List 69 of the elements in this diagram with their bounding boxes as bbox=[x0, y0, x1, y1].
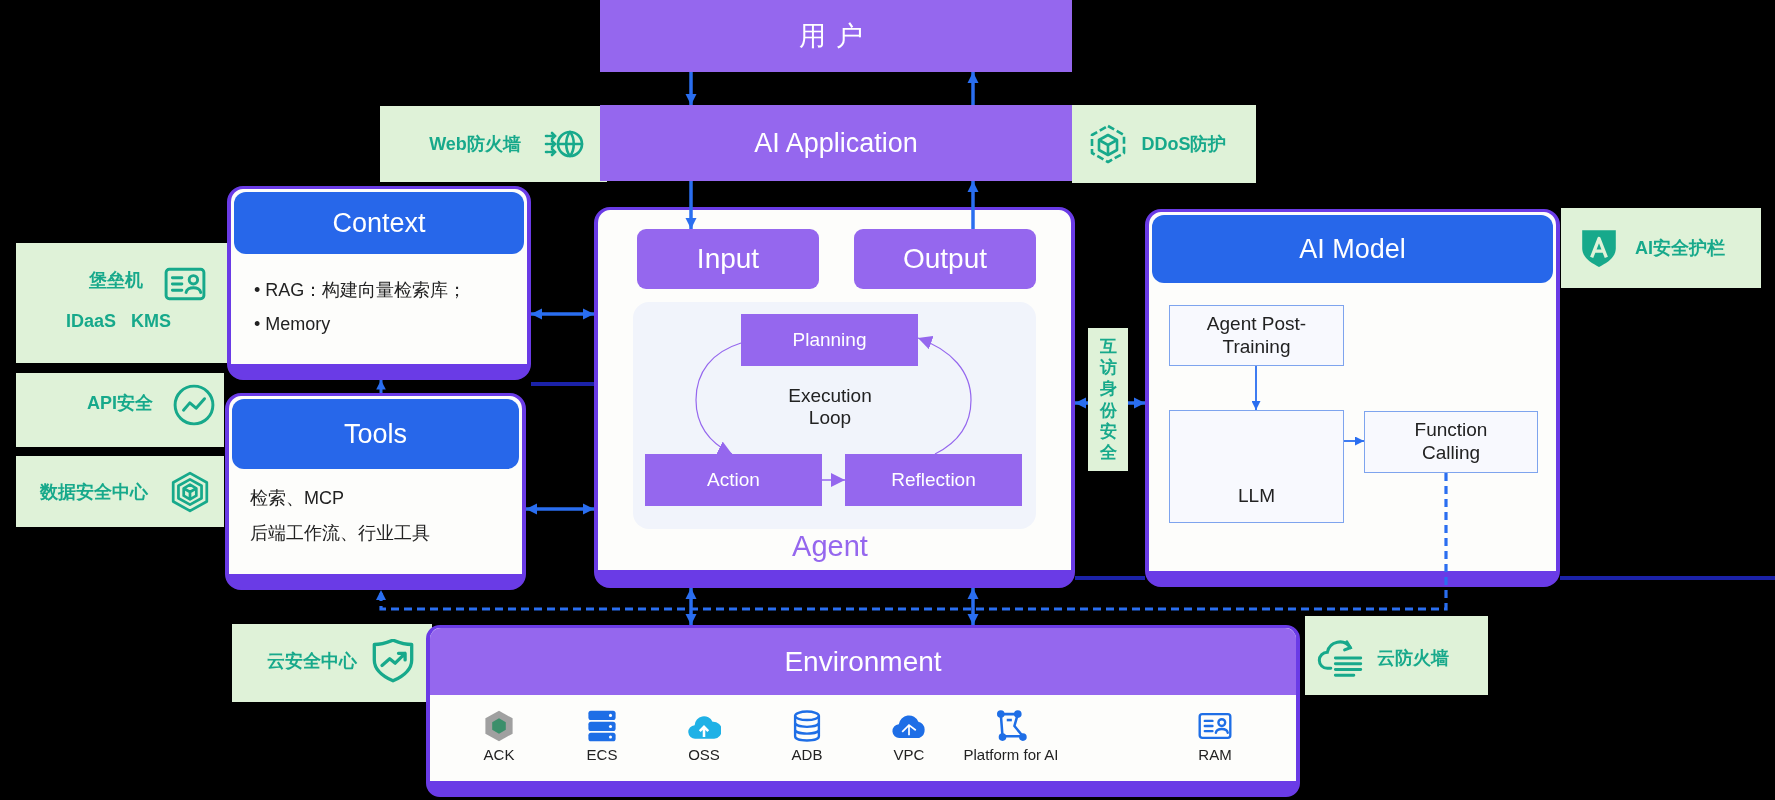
text-line: 后端工作流、行业工具 bbox=[250, 522, 430, 545]
arrow bbox=[685, 72, 697, 105]
process-box: Function Calling bbox=[1364, 411, 1538, 473]
process-box: LLM bbox=[1169, 410, 1344, 523]
layer-bar: 用户 bbox=[600, 0, 1072, 72]
panel-header: AI Model bbox=[1152, 215, 1553, 283]
process-box: Output bbox=[854, 229, 1036, 289]
loop-panel bbox=[633, 302, 1036, 529]
list-item: • Memory bbox=[254, 313, 331, 336]
security-tag bbox=[380, 106, 607, 182]
arrow bbox=[1128, 397, 1145, 409]
arrow bbox=[526, 503, 594, 515]
tag-label: IDaaS bbox=[66, 310, 116, 332]
arrow bbox=[1343, 436, 1365, 446]
security-tag bbox=[16, 243, 227, 363]
security-tag bbox=[1561, 208, 1761, 288]
tag-label: DDoS防护 bbox=[1141, 133, 1227, 155]
item-label: VPC bbox=[893, 746, 925, 764]
arrow bbox=[685, 181, 697, 229]
security-tag bbox=[1072, 105, 1256, 183]
arrow bbox=[967, 72, 979, 105]
item-label: ECS bbox=[586, 746, 618, 764]
step-box: Planning bbox=[741, 314, 918, 366]
item-label: OSS bbox=[688, 746, 720, 764]
process-box: Input bbox=[637, 229, 819, 289]
panel-title: Agent bbox=[792, 530, 868, 564]
arrow bbox=[821, 473, 846, 487]
tag-label: API安全 bbox=[87, 392, 153, 414]
layer-bar: AI Application bbox=[600, 105, 1072, 181]
security-tag bbox=[232, 624, 432, 702]
panel-header: Tools bbox=[232, 399, 519, 469]
panel-header: Environment bbox=[430, 628, 1296, 695]
panel bbox=[426, 625, 1300, 797]
list-item: • RAG：构建向量检索库； bbox=[254, 279, 467, 302]
process-box: Agent Post-Training bbox=[1169, 305, 1344, 366]
panel bbox=[1145, 209, 1560, 587]
arrow bbox=[531, 308, 594, 320]
security-tag bbox=[16, 456, 224, 527]
panel bbox=[594, 207, 1075, 588]
arrow bbox=[695, 342, 742, 455]
arrow bbox=[376, 380, 386, 393]
item-label: ACK bbox=[483, 746, 515, 764]
item-label: ADB bbox=[791, 746, 823, 764]
tag-label: KMS bbox=[131, 310, 171, 332]
tag-label: 数据安全中心 bbox=[40, 481, 148, 503]
step-box: Action bbox=[645, 454, 822, 506]
item-label: RAM bbox=[1198, 746, 1232, 764]
tag-label: 云安全中心 bbox=[267, 650, 357, 672]
dashed-arrow bbox=[375, 473, 1448, 611]
panel-header: Context bbox=[234, 192, 524, 254]
tag-label: 云防火墙 bbox=[1377, 647, 1449, 669]
text-line: 检索、MCP bbox=[250, 487, 344, 510]
step-box: Reflection bbox=[845, 454, 1022, 506]
security-tag bbox=[16, 373, 224, 447]
tag-label: AI安全护栏 bbox=[1635, 237, 1725, 259]
security-tag: 互访身份安全 bbox=[1088, 328, 1128, 471]
panel bbox=[225, 393, 526, 590]
tag-label: Web防火墙 bbox=[429, 133, 521, 155]
arrow bbox=[967, 588, 979, 625]
arrow bbox=[967, 181, 979, 229]
arrow bbox=[685, 588, 697, 625]
loop-label: Execution Loop bbox=[787, 385, 873, 429]
panel bbox=[227, 186, 531, 380]
arrow bbox=[917, 336, 972, 455]
tag-label: 堡垒机 bbox=[89, 269, 143, 291]
arrow bbox=[1251, 365, 1261, 411]
arrow bbox=[1075, 397, 1088, 409]
security-tag bbox=[1305, 616, 1488, 695]
item-label: Platform for AI bbox=[963, 746, 1059, 764]
